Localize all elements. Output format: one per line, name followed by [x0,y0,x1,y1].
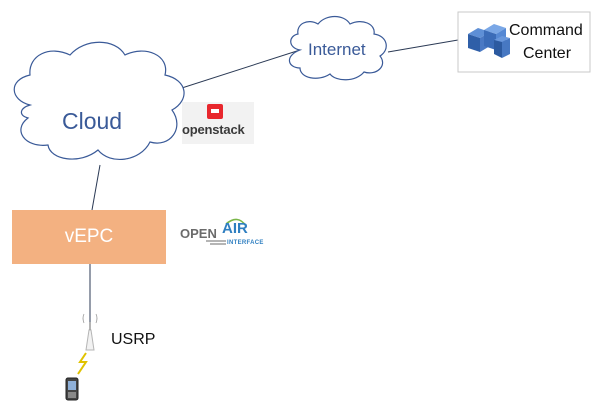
antenna-icon [82,313,98,351]
server-rack-icon [468,24,510,58]
edge-cloud-vepc [91,164,101,211]
cloud-label: Cloud [62,108,123,134]
command-center-label-line2: Center [523,45,572,62]
internet-label: Internet [308,40,366,59]
usrp-label: USRP [111,331,156,348]
openairinterface-logo-open: OPEN [180,226,217,241]
command-center-label-line1: Command [509,22,583,39]
openairinterface-logo-interface: INTERFACE [227,240,264,246]
openairinterface-logo-air: AIR [222,220,248,237]
edge-internet-command-center [387,39,459,53]
wireless-link-icon [77,352,88,375]
cloud-shape [13,41,185,161]
vepc-node: vEPC [12,210,166,264]
internet-cloud-shape [288,15,387,81]
openairinterface-logo [206,218,247,245]
openstack-logo-text: openstack [182,122,245,137]
vepc-label: vEPC [64,226,114,247]
mobile-phone-icon [65,377,79,401]
openstack-logo [182,102,254,144]
